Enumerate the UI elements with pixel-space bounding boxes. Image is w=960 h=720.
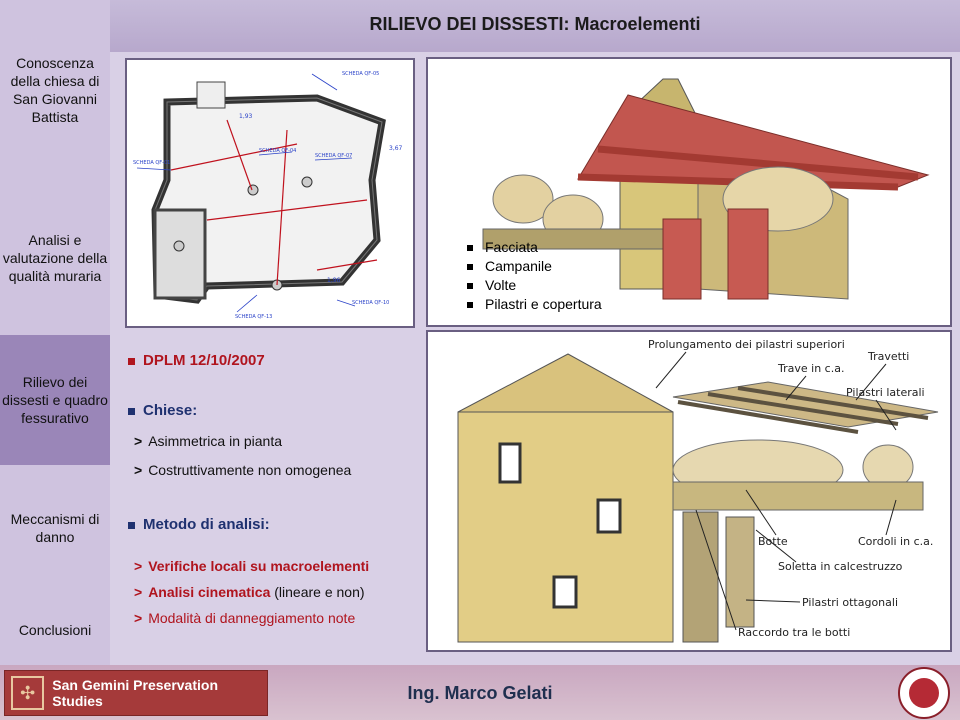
legend-item: Volte <box>467 276 602 295</box>
logo-mark-icon: ✣ <box>11 676 45 710</box>
structure-label: Travetti <box>867 350 909 363</box>
chiese-item: >Asimmetrica in pianta <box>134 433 283 449</box>
legend-item: Pilastri e copertura <box>467 295 602 314</box>
structure-label: Prolungamento dei pilastri superiori <box>648 338 845 351</box>
metodo-heading: Metodo di analisi: <box>128 516 270 533</box>
chiese-item: >Costruttivamente non omogenea <box>134 462 352 478</box>
plan-label: 1,96 <box>327 277 341 284</box>
floor-plan-image: SCHEDA QF-05 1,93 SCHEDA QF-04 SCHEDA QF… <box>125 58 415 328</box>
sidebar-item-analisi[interactable]: Analisi e valutazione della qualità mura… <box>2 232 108 284</box>
sidebar-item-rilievo[interactable]: Rilievo dei dissesti e quadro fessurativ… <box>0 335 110 465</box>
sidebar-item-conoscenza[interactable]: Conoscenza della chiesa di San Giovanni … <box>10 55 100 125</box>
window-icon <box>552 575 578 609</box>
metodo-item: >Modalità di danneggiamento note <box>134 610 356 626</box>
plan-label: SCHEDA QF-13 <box>235 314 272 320</box>
sidebar-item-conclusioni[interactable]: Conclusioni <box>18 622 92 638</box>
floor-plan-drawing: SCHEDA QF-05 1,93 SCHEDA QF-04 SCHEDA QF… <box>127 60 413 326</box>
metodo-item: >Verifiche locali su macroelementi <box>134 558 370 574</box>
page-title: RILIEVO DEI DISSESTI: Macroelementi <box>369 14 701 34</box>
metodo-item: >Analisi cinematica (lineare e non) <box>134 584 365 600</box>
sidebar-item-meccanismi[interactable]: Meccanismi di danno <box>10 511 100 545</box>
sidebar: Conoscenza della chiesa di San Giovanni … <box>0 0 110 665</box>
sgps-logo: ✣ San Gemini Preservation Studies <box>4 670 268 716</box>
structure-label: Cordoli in c.a. <box>858 535 933 548</box>
structural-model-image <box>426 330 952 652</box>
structure-label: Soletta in calcestruzzo <box>778 560 903 573</box>
plan-label: SCHEDA QF-07 <box>315 153 352 159</box>
structural-labels: Prolungamento dei pilastri superiori Tra… <box>648 338 933 639</box>
structure-label: Pilastri ottagonali <box>802 596 898 609</box>
window-icon <box>596 498 622 534</box>
dplm-bullet: DPLM 12/10/2007 <box>128 352 265 369</box>
plan-label: SCHEDA QF-05 <box>342 71 379 77</box>
author-name: Ing. Marco Gelati <box>407 683 553 703</box>
header-band <box>110 0 960 52</box>
macroelements-legend: Facciata Campanile Volte Pilastri e cope… <box>467 238 602 314</box>
plan-label: 3,67 <box>389 145 403 152</box>
structure-label: Pilastri laterali <box>846 386 925 399</box>
structure-label: Raccordo tra le botti <box>738 626 850 639</box>
plan-label: SCHEDA QF-01 <box>133 160 170 166</box>
macroelements-model-image <box>426 57 952 327</box>
university-seal-icon <box>898 667 950 719</box>
legend-item: Facciata <box>467 238 602 257</box>
window-icon <box>498 442 522 484</box>
model-3d-drawing <box>428 59 950 325</box>
legend-item: Campanile <box>467 257 602 276</box>
plan-label: 1,93 <box>239 113 253 120</box>
plan-label: SCHEDA QF-04 <box>259 148 296 154</box>
plan-label: SCHEDA QF-10 <box>352 300 389 306</box>
structure-label: Botte <box>758 535 788 548</box>
chiese-heading: Chiese: <box>128 402 197 419</box>
structure-label: Trave in c.a. <box>777 362 844 375</box>
structural-drawing <box>428 332 950 650</box>
